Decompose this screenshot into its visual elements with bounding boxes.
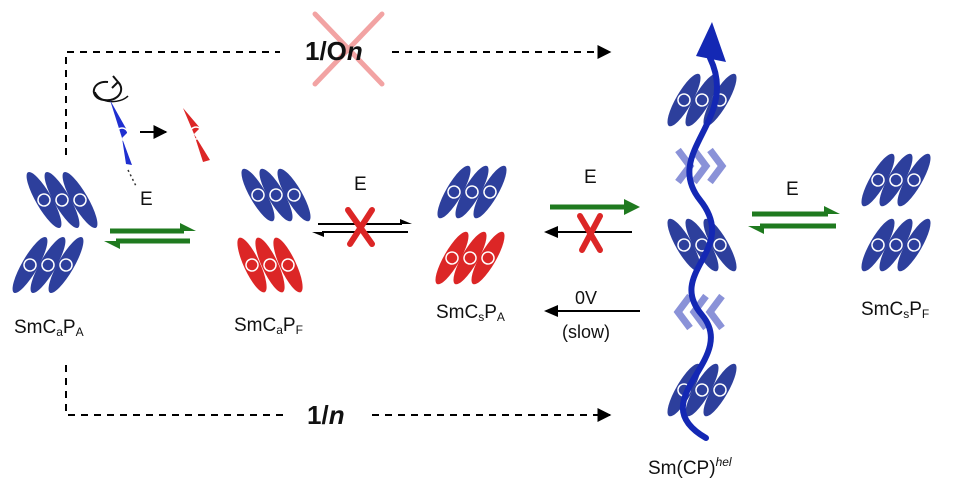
phase-label-smcapf: SmCaPF [234,315,303,337]
smcspa-molecules [435,165,507,285]
smcapa-molecules [12,172,98,293]
rotation-schematic [93,75,210,187]
field-label-2: E [354,174,367,195]
helix-arrowhead-icon [696,22,726,62]
phase-label-helical: Sm(CP)hel [648,455,732,479]
relaxation-note: (slow) [562,322,610,342]
bottom-path-label: 1/n [307,400,345,430]
phase-label-smcspf: SmCsPF [861,299,930,321]
field-label-1: E [140,189,153,210]
blocked-equilibrium [312,207,412,247]
field-label-3: E [584,167,597,188]
equilibrium-arrow-2 [748,206,840,234]
forbidden-cross [312,11,385,87]
blue-tilted-molecule [110,100,128,138]
smcapf-molecules [237,168,311,293]
relaxation-arrow [544,305,640,317]
phase-label-smcapa: SmCaPA [14,317,84,339]
smcspf-molecules [861,153,931,272]
top-dashed-path [65,52,610,155]
bottom-dashed-path [65,365,610,415]
phase-label-smcspa: SmCsPA [436,302,505,324]
equilibrium-arrow-1 [104,223,196,249]
helical-molecules [667,73,737,417]
top-path-label: 1/On [305,36,363,66]
field-label-4: E [786,179,799,200]
relaxation-voltage: 0V [575,288,598,308]
field-forward-arrow [550,199,640,215]
helix-arrow [679,22,726,441]
blocked-back-arrow [544,213,632,253]
